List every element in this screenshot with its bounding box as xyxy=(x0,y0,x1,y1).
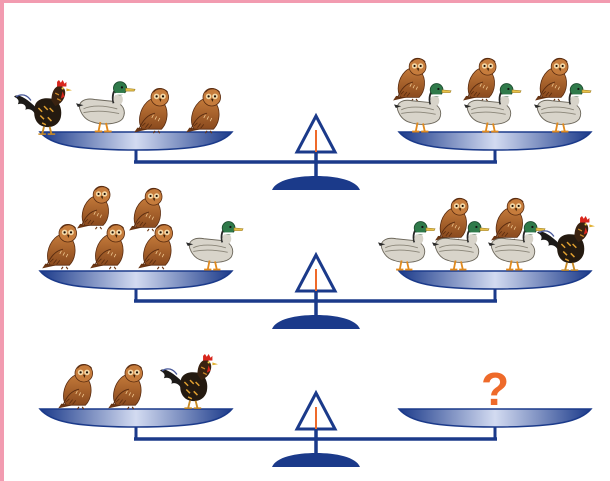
owl-icon xyxy=(76,185,111,230)
owl-icon xyxy=(434,197,469,242)
owl-icon xyxy=(490,197,525,242)
top-border xyxy=(0,0,610,3)
balance-row-1 xyxy=(13,57,593,192)
left-border xyxy=(0,0,4,481)
owl-icon xyxy=(89,223,126,270)
balance-row-3: ? xyxy=(38,354,593,469)
owl-icon xyxy=(57,363,94,410)
scale-2 xyxy=(38,253,593,331)
owl-icon xyxy=(128,187,163,232)
owl-icon xyxy=(392,57,427,102)
owl-icon xyxy=(534,57,569,102)
owl-icon xyxy=(137,223,174,270)
owl-icon xyxy=(462,57,497,102)
rooster-icon xyxy=(13,80,74,136)
duck-icon xyxy=(76,80,136,133)
owl-icon xyxy=(107,363,144,410)
rooster-icon xyxy=(159,354,219,410)
owl-icon xyxy=(41,223,78,270)
duck-icon xyxy=(378,220,436,271)
scale-1 xyxy=(38,114,593,192)
balance-row-2 xyxy=(38,185,596,331)
rooster-icon xyxy=(536,216,596,272)
duck-icon xyxy=(186,220,244,271)
owl-icon xyxy=(185,87,222,134)
question-mark: ? xyxy=(481,363,509,415)
owl-icon xyxy=(133,87,170,134)
